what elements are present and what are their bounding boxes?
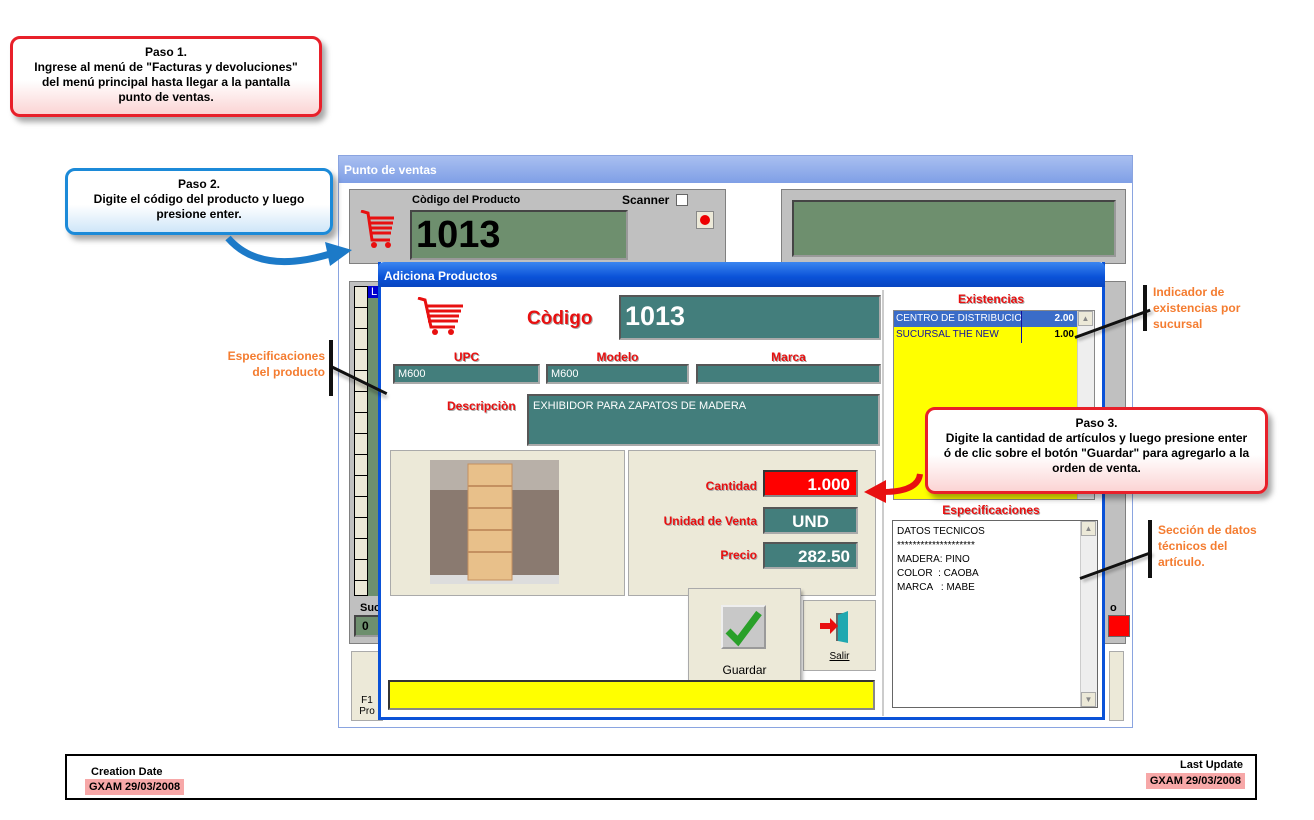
note-marker [1143,285,1147,331]
scanner-checkbox[interactable] [676,194,688,206]
suc-field[interactable]: 0 [354,615,380,637]
spec-line: ******************** [897,540,975,551]
salir-button[interactable]: Salir [803,600,876,671]
product-image [430,460,559,584]
especificaciones-scrollbar[interactable]: ▲▼ [1080,521,1097,707]
dialog-title: Adiciona Productos [378,262,1105,287]
codigo-input[interactable]: 1013 [410,210,628,260]
suc-label: Suc [360,602,381,614]
sucursal-name: SUCURSAL THE NEW [894,327,1022,343]
callout-title: Paso 1. [144,45,188,59]
guardar-button[interactable]: Guardar [688,588,801,685]
codigo-label: Còdigo [527,308,593,329]
note-existencias: Indicador de existencias por sucursal [1153,285,1241,331]
descripcion-field[interactable]: EXHIBIDOR PARA ZAPATOS DE MADERA [527,394,880,446]
codigo-field[interactable]: 1013 [619,295,881,340]
callout-text: Ingrese al menú de "Facturas y devolucio… [34,60,298,104]
callout-text: Digite el código del producto y luego pr… [93,192,305,221]
callout-paso-3: Paso 3. Digite la cantidad de artículos … [925,407,1268,494]
note-marker [1148,520,1152,578]
cantidad-label: Cantidad [705,479,757,493]
creation-label: Creation Date [91,766,163,778]
especificaciones-textarea[interactable]: DATOS TECNICOS ******************** MADERA… [892,520,1098,708]
callout-title: Paso 3. [1075,416,1118,430]
red-arrow-icon [864,473,923,503]
f1-sub-label: Pro [359,706,375,717]
display-panel [781,189,1126,264]
callout-text: Digite la cantidad de artículos y luego … [943,431,1250,475]
scroll-down-icon[interactable]: ▼ [1081,692,1096,707]
sucursal-name: CENTRO DE DISTRIBUCION [894,311,1022,327]
especificaciones-title: Especificaciones [942,503,1040,517]
spec-line: MADERA: PINO [897,554,970,565]
creation-value: GXAM 29/03/2008 [85,779,185,795]
cart-icon [417,297,463,335]
display-field [792,200,1116,257]
salir-label: Salir [829,651,850,662]
existencias-row[interactable]: CENTRO DE DISTRIBUCION 2.00 [894,311,1078,327]
marca-field[interactable] [696,364,881,384]
scanner-label: Scanner [622,193,670,207]
upc-field[interactable]: M600 [393,364,540,384]
checkmark-icon [721,605,766,649]
divider [882,290,884,716]
grid-row-headers [354,286,368,596]
f1-label: F1 [361,695,373,706]
note-tecnicos: Sección de datos técnicos del artículo. [1158,523,1257,569]
spec-line: MARCA : MABE [897,582,975,593]
unidad-field[interactable]: UND [763,507,858,534]
codigo-label: Còdigo del Producto [412,194,521,206]
scroll-up-icon[interactable]: ▲ [1078,311,1093,326]
right-function-button[interactable] [1109,651,1124,721]
modelo-field[interactable]: M600 [546,364,689,384]
descripcion-label: Descripciòn [447,399,516,413]
stock-quantity: 2.00 [1054,313,1074,324]
unidad-label: Unidad de Venta [663,514,757,528]
note-especificaciones: Especificaciones del producto [227,349,325,379]
guardar-label: Guardar [722,663,767,677]
callout-title: Paso 2. [177,177,221,191]
callout-paso-2: Paso 2. Digite el código del producto y … [65,168,333,235]
cantidad-field[interactable]: 1.000 [763,470,858,497]
product-code-panel: Còdigo del Producto Scanner 1013 [349,189,726,264]
existencias-row[interactable]: SUCURSAL THE NEW 1.00 [894,327,1078,343]
image-panel [390,450,625,596]
upc-label: UPC [453,350,480,364]
blue-arrow-icon [225,235,352,266]
scroll-up-icon[interactable]: ▲ [1081,521,1096,536]
cart-icon [360,210,394,248]
callout-paso-1: Paso 1. Ingrese al menú de "Facturas y d… [10,36,322,117]
spec-line: COLOR : CAOBA [897,568,979,579]
total-field [1108,615,1130,637]
precio-label: Precio [720,548,757,562]
modelo-label: Modelo [596,350,639,364]
spec-line: DATOS TECNICOS [897,526,985,537]
footer-box: Creation Date GXAM 29/03/2008 Last Updat… [65,754,1257,800]
exit-door-icon [820,611,848,643]
existencias-title: Existencias [957,292,1025,306]
quantity-panel: Cantidad 1.000 Unidad de Venta UND Preci… [628,450,876,596]
window-title: Punto de ventas [339,156,1132,183]
precio-field[interactable]: 282.50 [763,542,858,569]
update-label: Last Update [1180,759,1243,771]
record-button[interactable] [696,211,714,229]
marca-label: Marca [771,350,806,364]
right-label: o [1110,602,1117,614]
status-bar [388,680,875,710]
stock-quantity: 1.00 [1054,329,1074,340]
update-value: GXAM 29/03/2008 [1145,773,1245,789]
